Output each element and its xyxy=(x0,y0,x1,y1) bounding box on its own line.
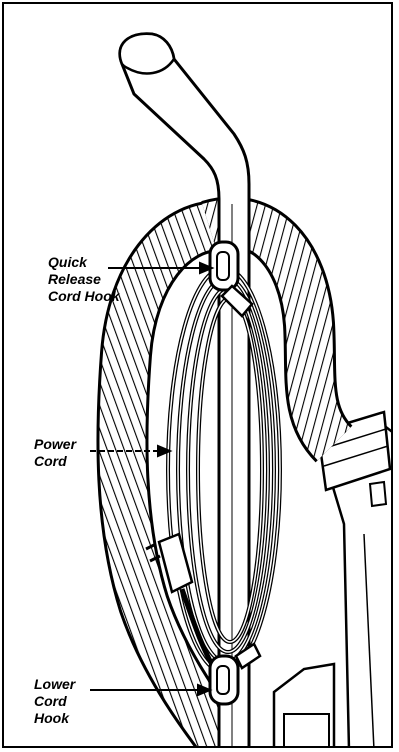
quick-release-label: Quick Release Cord Hook xyxy=(48,254,120,305)
vacuum-illustration xyxy=(4,4,393,748)
diagram-frame: Quick Release Cord Hook Power Cord Lower… xyxy=(2,2,393,748)
lower-hook-label: Lower Cord Hook xyxy=(34,676,75,727)
power-cord-label: Power Cord xyxy=(34,436,76,470)
